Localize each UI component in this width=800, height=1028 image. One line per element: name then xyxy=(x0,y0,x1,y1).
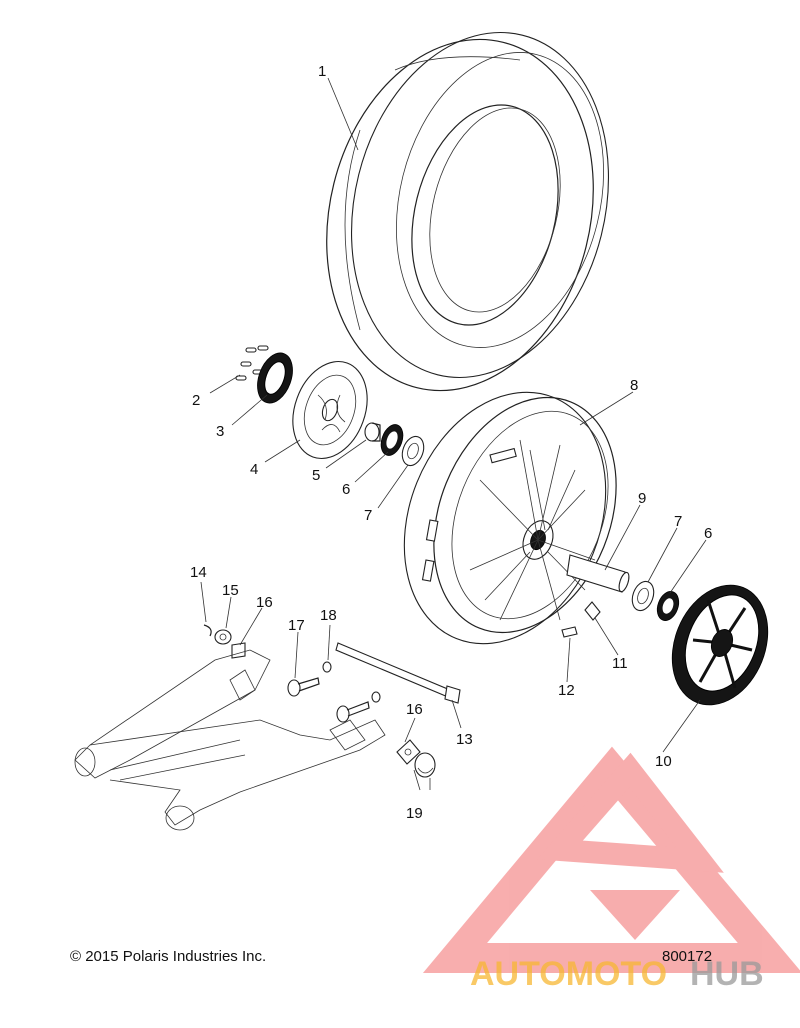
callout-12: 12 xyxy=(558,682,575,699)
callout-17: 17 xyxy=(288,617,305,634)
callout-5: 5 xyxy=(312,467,320,484)
watermark-logo xyxy=(422,746,800,973)
seal-part-left xyxy=(380,424,404,456)
callout-16-right: 16 xyxy=(406,701,423,718)
copyright-text: © 2015 Polaris Industries Inc. xyxy=(70,948,266,965)
callout-11: 11 xyxy=(612,655,628,672)
callout-19: 19 xyxy=(406,805,423,822)
adjuster-plate-part-right xyxy=(396,739,421,765)
callout-labels: 1 2 3 4 5 6 7 8 9 7 6 10 11 12 13 14 15 … xyxy=(190,63,712,822)
callout-14: 14 xyxy=(190,564,207,581)
callout-7-right: 7 xyxy=(674,513,682,530)
callout-9: 9 xyxy=(638,490,646,507)
callout-15: 15 xyxy=(222,582,239,599)
bearing-part-right xyxy=(631,580,655,612)
tire-part xyxy=(326,31,610,392)
watermark-text: AUTOMOTO HUB xyxy=(470,955,764,993)
adjuster-bolt-part xyxy=(287,677,370,723)
callout-7-left: 7 xyxy=(364,507,372,524)
callout-6-left: 6 xyxy=(342,481,350,498)
wheel-part xyxy=(403,391,617,645)
adjuster-nut-part xyxy=(322,661,381,703)
valve-stem-part xyxy=(584,601,601,621)
bumper-part xyxy=(414,752,436,778)
valve-cap-part xyxy=(561,626,578,638)
brake-rotor-part xyxy=(292,360,368,460)
callout-4: 4 xyxy=(250,461,258,478)
callout-2: 2 xyxy=(192,392,200,409)
callout-8: 8 xyxy=(630,377,638,394)
diagram-number: 800172 xyxy=(662,948,712,965)
callout-13: 13 xyxy=(456,731,473,748)
axle-spacer-part xyxy=(566,554,630,593)
watermark-brand-part1: AUTOMOTO xyxy=(470,955,667,993)
callout-18: 18 xyxy=(320,607,337,624)
axle-part xyxy=(335,642,461,704)
callout-6-right: 6 xyxy=(704,525,712,542)
swingarm-part xyxy=(74,649,386,831)
sprocket-part xyxy=(671,584,769,706)
seal-part-right xyxy=(656,591,680,621)
spacer-part-left xyxy=(364,422,381,442)
leader-lines xyxy=(200,77,707,791)
rotor-carrier-part xyxy=(257,352,293,404)
callout-1: 1 xyxy=(318,63,326,80)
callout-16-left: 16 xyxy=(256,594,273,611)
watermark-brand-part2: HUB xyxy=(690,955,764,993)
adjuster-plate-part-left xyxy=(231,642,246,659)
callout-3: 3 xyxy=(216,423,224,440)
axle-nut-part xyxy=(214,629,232,645)
cotter-pin-part xyxy=(203,624,212,637)
callout-10: 10 xyxy=(655,753,672,770)
